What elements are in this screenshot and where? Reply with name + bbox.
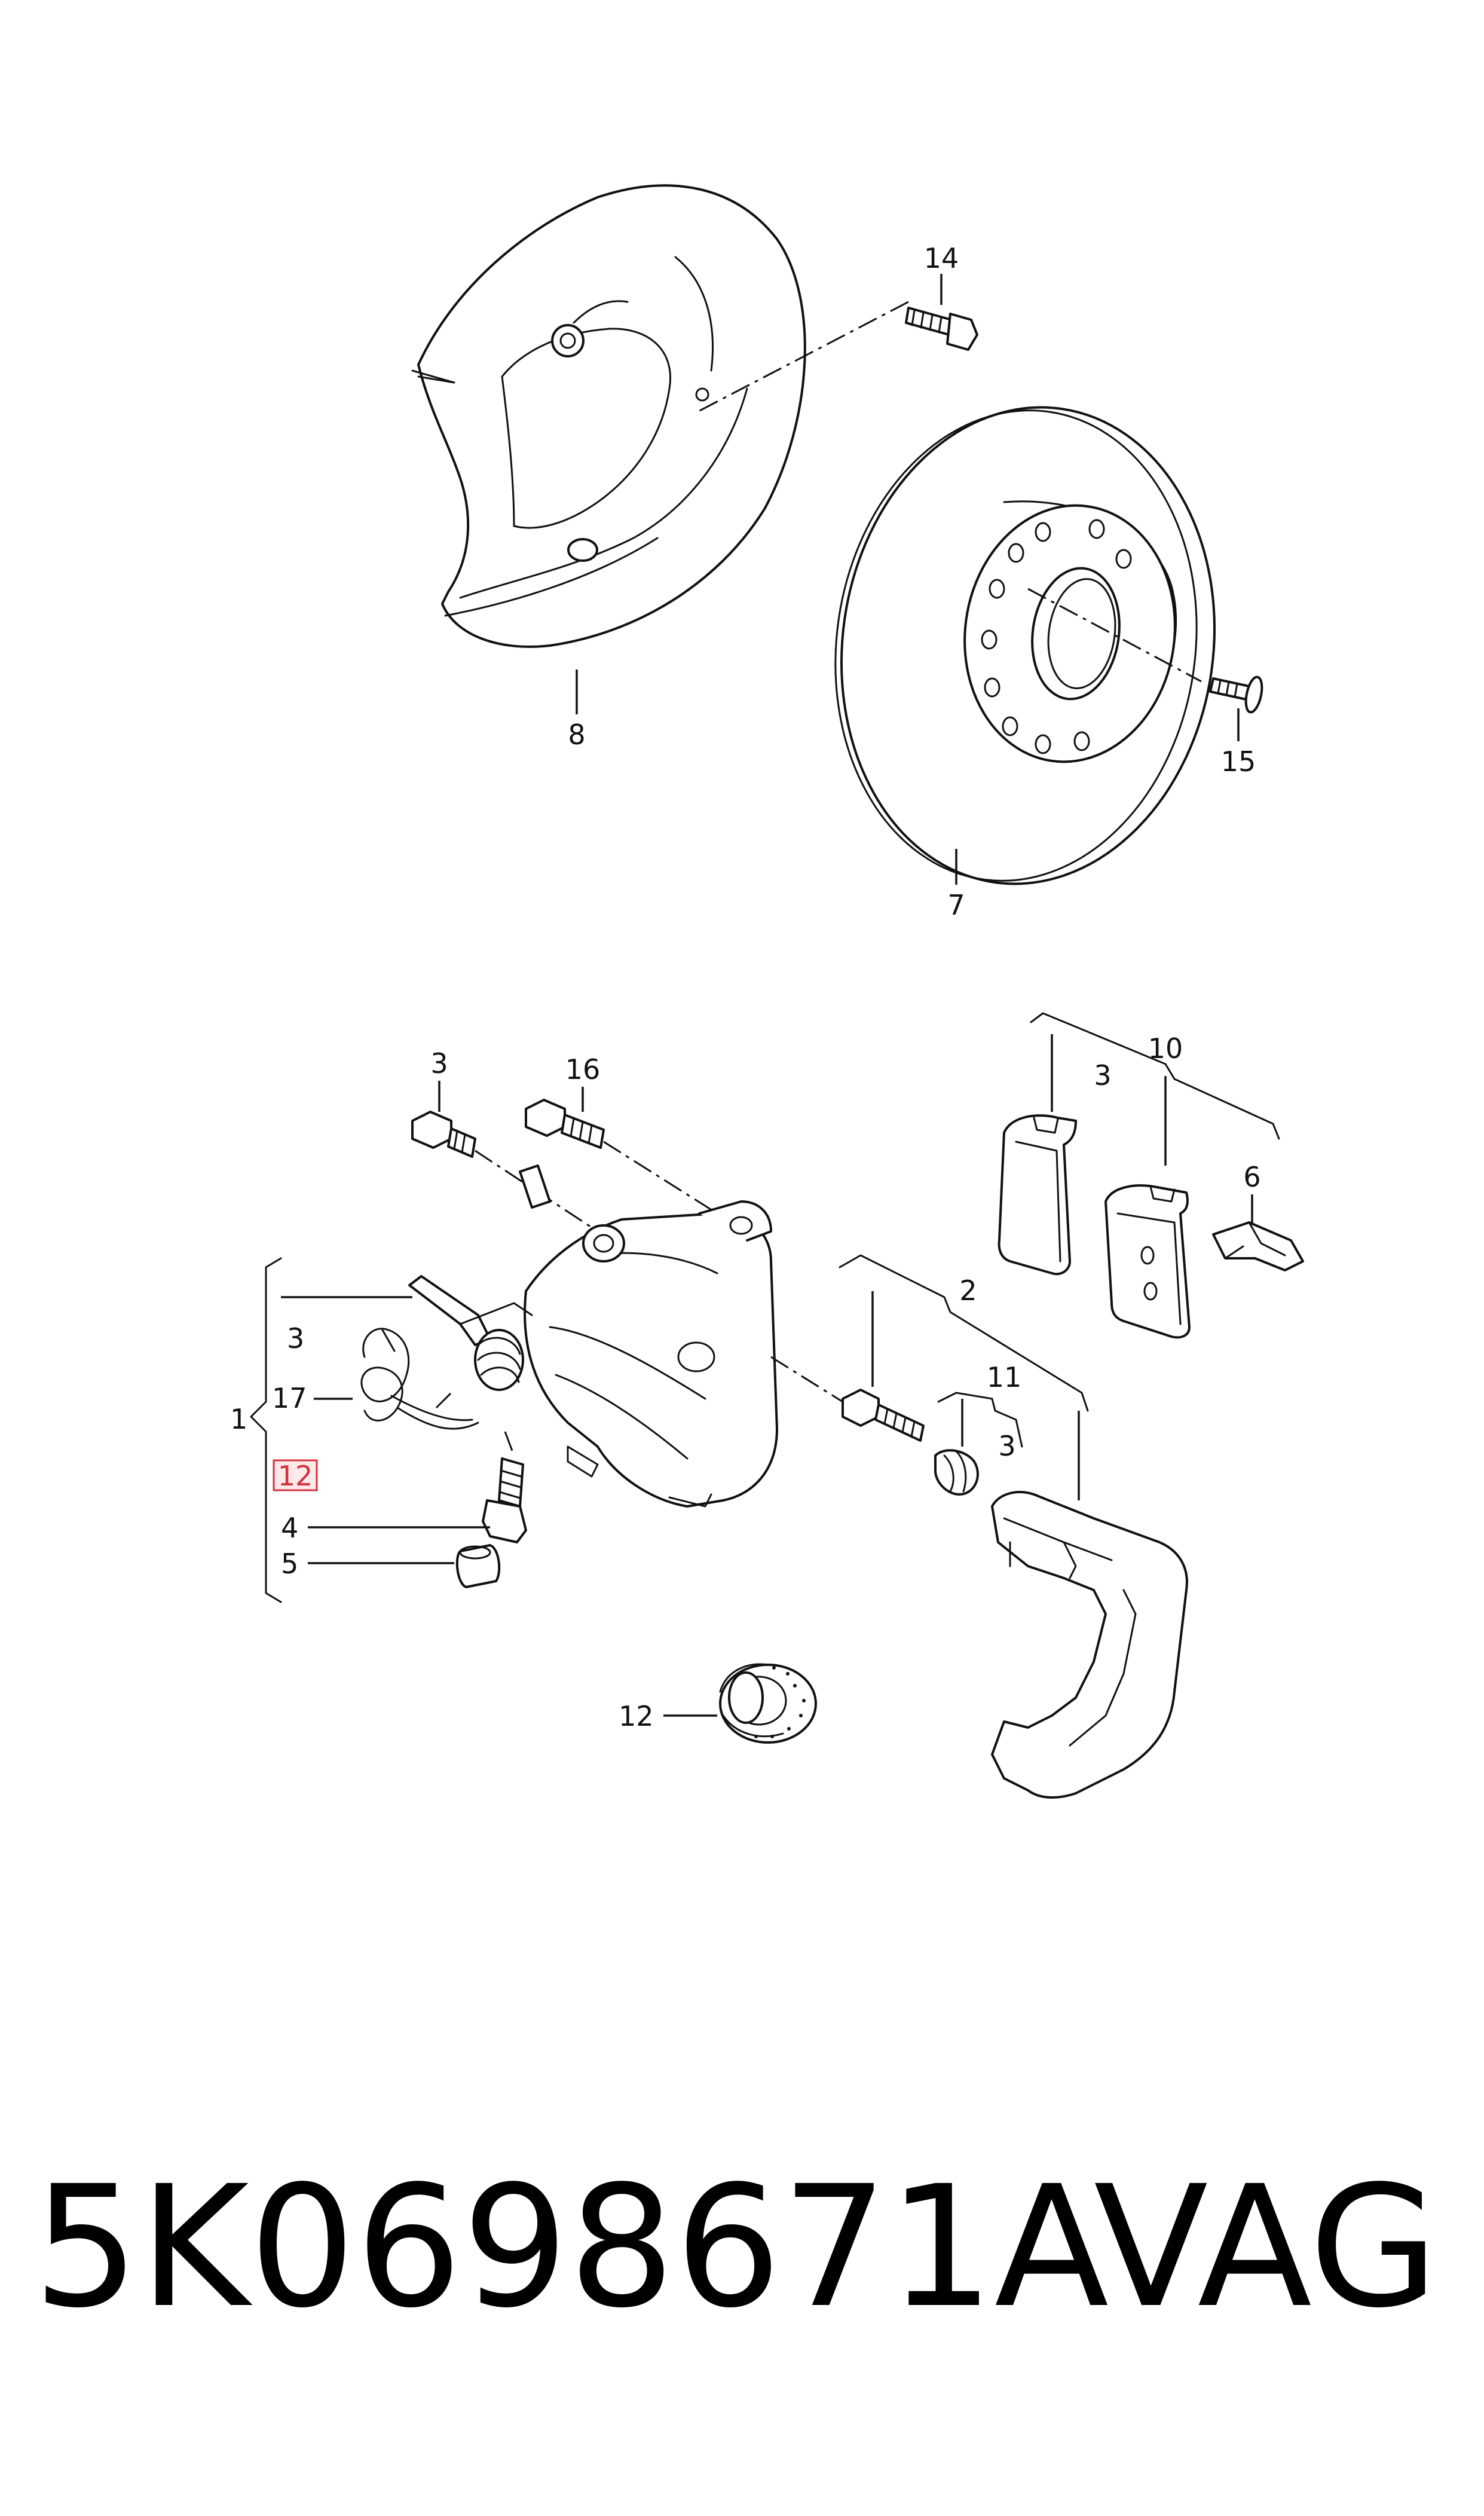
brand-name: VAG <box>1094 2150 1439 2345</box>
bleed-screw <box>482 1457 527 1543</box>
callout-3-pads: 3 <box>1094 1059 1111 1092</box>
callout-7: 7 <box>947 889 965 921</box>
callout-8: 8 <box>568 719 585 751</box>
brake-pad-outer <box>998 1114 1077 1276</box>
brake-dust-shield <box>411 184 806 648</box>
guide-pin <box>842 1389 925 1442</box>
shield-bolt <box>905 307 978 351</box>
callout-16: 16 <box>565 1053 601 1086</box>
callout-12-boxed: 12 <box>278 1460 313 1492</box>
callout-15: 15 <box>1221 745 1256 778</box>
callout-6: 6 <box>1243 1161 1260 1193</box>
caliper-carrier <box>991 1491 1188 1799</box>
brake-disc <box>834 406 1216 885</box>
caliper-guide-bolt <box>411 1111 476 1158</box>
guide-sleeve-boot <box>934 1449 979 1496</box>
carrier-bolt <box>525 1099 605 1149</box>
brake-caliper <box>519 1164 778 1508</box>
bracket-group-1 <box>250 1257 282 1603</box>
callout-2: 2 <box>959 1274 977 1307</box>
pad-spring-clip <box>1212 1221 1304 1271</box>
callout-17: 17 <box>272 1382 307 1414</box>
bracket-group-10 <box>1030 1012 1280 1140</box>
callout-11: 11 <box>987 1361 1022 1393</box>
callout-4: 4 <box>281 1512 298 1544</box>
pressure-spring <box>360 1328 479 1430</box>
callout-5: 5 <box>281 1548 298 1580</box>
disc-screw <box>1209 675 1263 714</box>
return-spring <box>474 1329 524 1391</box>
callout-3-kit: 3 <box>287 1322 304 1355</box>
bracket-group-11 <box>937 1392 1023 1448</box>
callout-10: 10 <box>1148 1032 1183 1065</box>
highlight-box <box>273 1459 318 1491</box>
callout-12: 12 <box>619 1700 654 1732</box>
callout-3-pin: 3 <box>998 1430 1015 1462</box>
brake-pad-inner <box>1104 1184 1191 1339</box>
callout-14: 14 <box>924 242 959 274</box>
callout-1: 1 <box>230 1403 247 1435</box>
bleed-cap <box>455 1544 501 1588</box>
callout-3-bolt: 3 <box>430 1047 448 1080</box>
grommet <box>719 1663 817 1744</box>
bracket-group-2 <box>839 1254 1089 1412</box>
part-number: 5K0698671A <box>33 2150 1109 2345</box>
